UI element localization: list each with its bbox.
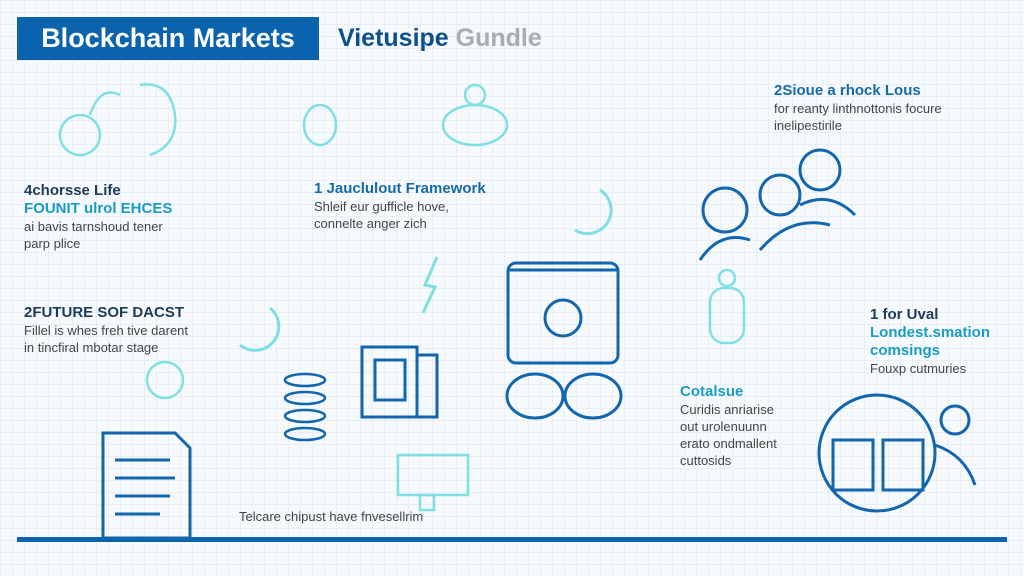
section-heading: 4chorsse Life (24, 182, 121, 199)
section-framework: 1 Jauclulout Framework Shleif eur guffic… (314, 180, 486, 232)
section-text: out urolenuunn (680, 419, 767, 434)
section-heading: 2FUTURE SOF DACST (24, 304, 185, 321)
section-choose-life: 4chorsse Life FOUNIT ulrol EHCES ai bavi… (24, 182, 172, 252)
hand-sketch-icon (58, 83, 177, 157)
section-text: erato ondmallent (680, 436, 777, 451)
section-text: ai bavis tarnshoud tener (24, 219, 163, 234)
section-text: connelte anger zich (314, 216, 427, 231)
section-heading: 1 Jauclulout Framework (314, 180, 486, 197)
section-text: Fouxp cutmuries (870, 361, 967, 376)
coin-stack-icon (283, 372, 327, 442)
subtitle-secondary: Gundle (455, 24, 542, 52)
section-catalogue: Cotalsue Curidis anriarise out urolenuun… (680, 383, 777, 469)
flower-icon (145, 360, 185, 400)
section-text: Shleif eur gufficle hove, (314, 199, 449, 214)
scale-machine-icon (505, 261, 623, 420)
section-text: inelipestirile (774, 118, 842, 133)
package-icon (396, 453, 470, 512)
section-heading: Cotalsue (680, 383, 744, 400)
subtitle-primary: Vietusipe (338, 24, 449, 52)
bottle-icon (708, 268, 746, 345)
section-subheading: FOUNIT ulrol EHCES (24, 200, 173, 217)
section-issue: 2Sioue a rhock Lous for reanty linthnott… (774, 82, 942, 134)
footer-note: Telcare chipust have fnvesellrim (239, 509, 424, 524)
moon-icon (574, 188, 613, 236)
pig-icon (441, 83, 509, 147)
bolt-icon (421, 256, 439, 314)
section-text: Fillel is whes freh tive darent (24, 323, 189, 338)
device-icon (360, 345, 439, 419)
moon-icon (239, 306, 281, 352)
section-subheading: comsings (870, 342, 941, 359)
section-text: Curidis anriarise (680, 402, 774, 417)
divider (17, 537, 1007, 542)
section-text: in tincfiral mbotar stage (24, 340, 159, 355)
people-group-icon (698, 148, 857, 261)
section-heading: 1 for Uval (870, 306, 939, 323)
section-subheading: Londest.smation (870, 324, 991, 341)
section-future: 2FUTURE SOF DACST Fillel is whes freh ti… (24, 304, 188, 356)
section-heading: 2Sioue a rhock Lous (774, 82, 921, 99)
title-banner: Blockchain Markets (17, 17, 319, 60)
bulb-icon (302, 103, 338, 147)
subtitle: Vietusipe Gundle (338, 22, 542, 54)
section-text: cuttosids (680, 453, 732, 468)
globe-people-icon (817, 393, 977, 513)
section-text: parp plice (24, 236, 81, 251)
section-value: 1 for Uval Londest.smation comsings Foux… (870, 306, 990, 377)
section-text: for reanty linthnottonis focure (774, 101, 942, 116)
document-icon (101, 431, 192, 540)
